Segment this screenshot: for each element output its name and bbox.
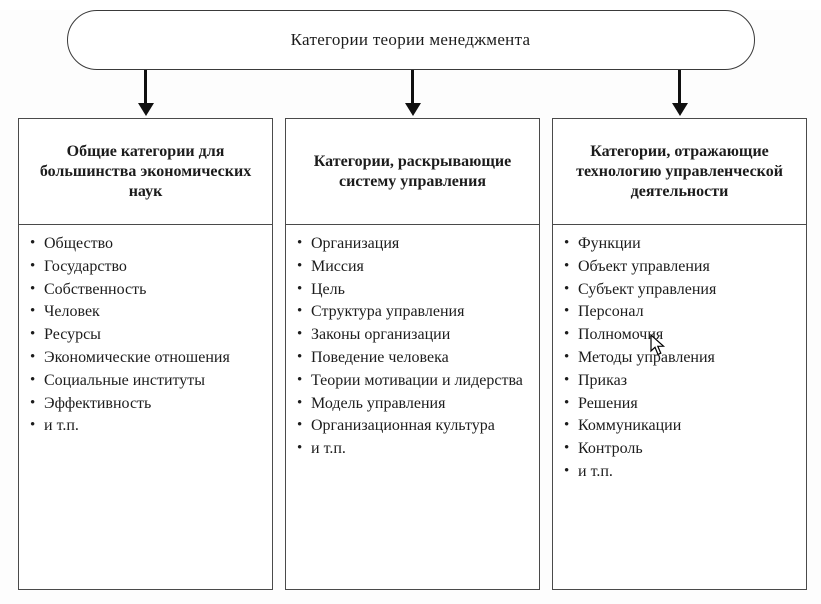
box-header: Общие категории для большинства экономич… (19, 119, 272, 225)
arrow-head (404, 103, 421, 116)
box-header: Категории, отражающие технологию управле… (553, 119, 806, 225)
list-item: Функции (563, 234, 800, 255)
category-list: ОрганизацияМиссияЦельСтруктура управлени… (286, 234, 539, 462)
arrow-head (671, 103, 688, 116)
box-header: Категории, раскрывающие систему управлен… (286, 119, 539, 225)
list-item: Миссия (296, 257, 533, 278)
list-item: Государство (29, 257, 266, 278)
arrow-cell-1 (18, 70, 273, 118)
list-item: Коммуникации (563, 416, 800, 437)
list-item: Полномочия (563, 325, 800, 346)
category-boxes-row: Общие категории для большинства экономич… (0, 118, 821, 590)
diagram-title: Категории теории менеджмента (290, 30, 531, 49)
arrow-stem (678, 70, 681, 103)
category-list: ОбществоГосударствоСобственностьЧеловекР… (19, 234, 272, 439)
management-categories-diagram: Категории теории менеджмента Общие кате (0, 10, 821, 604)
arrow-stem (411, 70, 414, 103)
arrow-stem (144, 70, 147, 103)
category-box-general-economic: Общие категории для большинства экономич… (18, 118, 273, 590)
list-item: и т.п. (29, 416, 266, 437)
list-item: Персонал (563, 302, 800, 323)
list-item: Собственность (29, 280, 266, 301)
list-item: Законы организации (296, 325, 533, 346)
list-item: Решения (563, 394, 800, 415)
arrow-cell-3 (552, 70, 807, 118)
list-item: Субъект управления (563, 280, 800, 301)
down-arrow-icon (137, 70, 154, 118)
list-item: Модель управления (296, 394, 533, 415)
category-box-management-technology: Категории, отражающие технологию управле… (552, 118, 807, 590)
list-item: Объект управления (563, 257, 800, 278)
list-item: Эффективность (29, 394, 266, 415)
list-item: Организационная культура (296, 416, 533, 437)
list-item: Структура управления (296, 302, 533, 323)
list-item: Теории мотивации и лидерства (296, 371, 533, 392)
list-item: Поведение человека (296, 348, 533, 369)
list-item: Контроль (563, 439, 800, 460)
list-item: Организация (296, 234, 533, 255)
down-arrow-icon (671, 70, 688, 118)
list-item: Методы управления (563, 348, 800, 369)
down-arrow-icon (404, 70, 421, 118)
category-list: ФункцииОбъект управленияСубъект управлен… (553, 234, 806, 485)
list-item: Ресурсы (29, 325, 266, 346)
arrow-cell-2 (285, 70, 540, 118)
list-item: и т.п. (296, 439, 533, 460)
list-item: Общество (29, 234, 266, 255)
box-header-text: Категории, отражающие технологию управле… (576, 142, 783, 200)
list-item: Экономические отношения (29, 348, 266, 369)
list-item: Приказ (563, 371, 800, 392)
arrows-row (0, 70, 821, 118)
box-header-text: Общие категории для большинства экономич… (39, 142, 252, 200)
box-header-text: Категории, раскрывающие систему управлен… (313, 152, 512, 190)
arrow-head (137, 103, 154, 116)
list-item: Человек (29, 302, 266, 323)
list-item: и т.п. (563, 462, 800, 483)
category-box-management-system: Категории, раскрывающие систему управлен… (285, 118, 540, 590)
title-pill: Категории теории менеджмента (66, 10, 755, 70)
list-item: Цель (296, 280, 533, 301)
list-item: Социальные институты (29, 371, 266, 392)
